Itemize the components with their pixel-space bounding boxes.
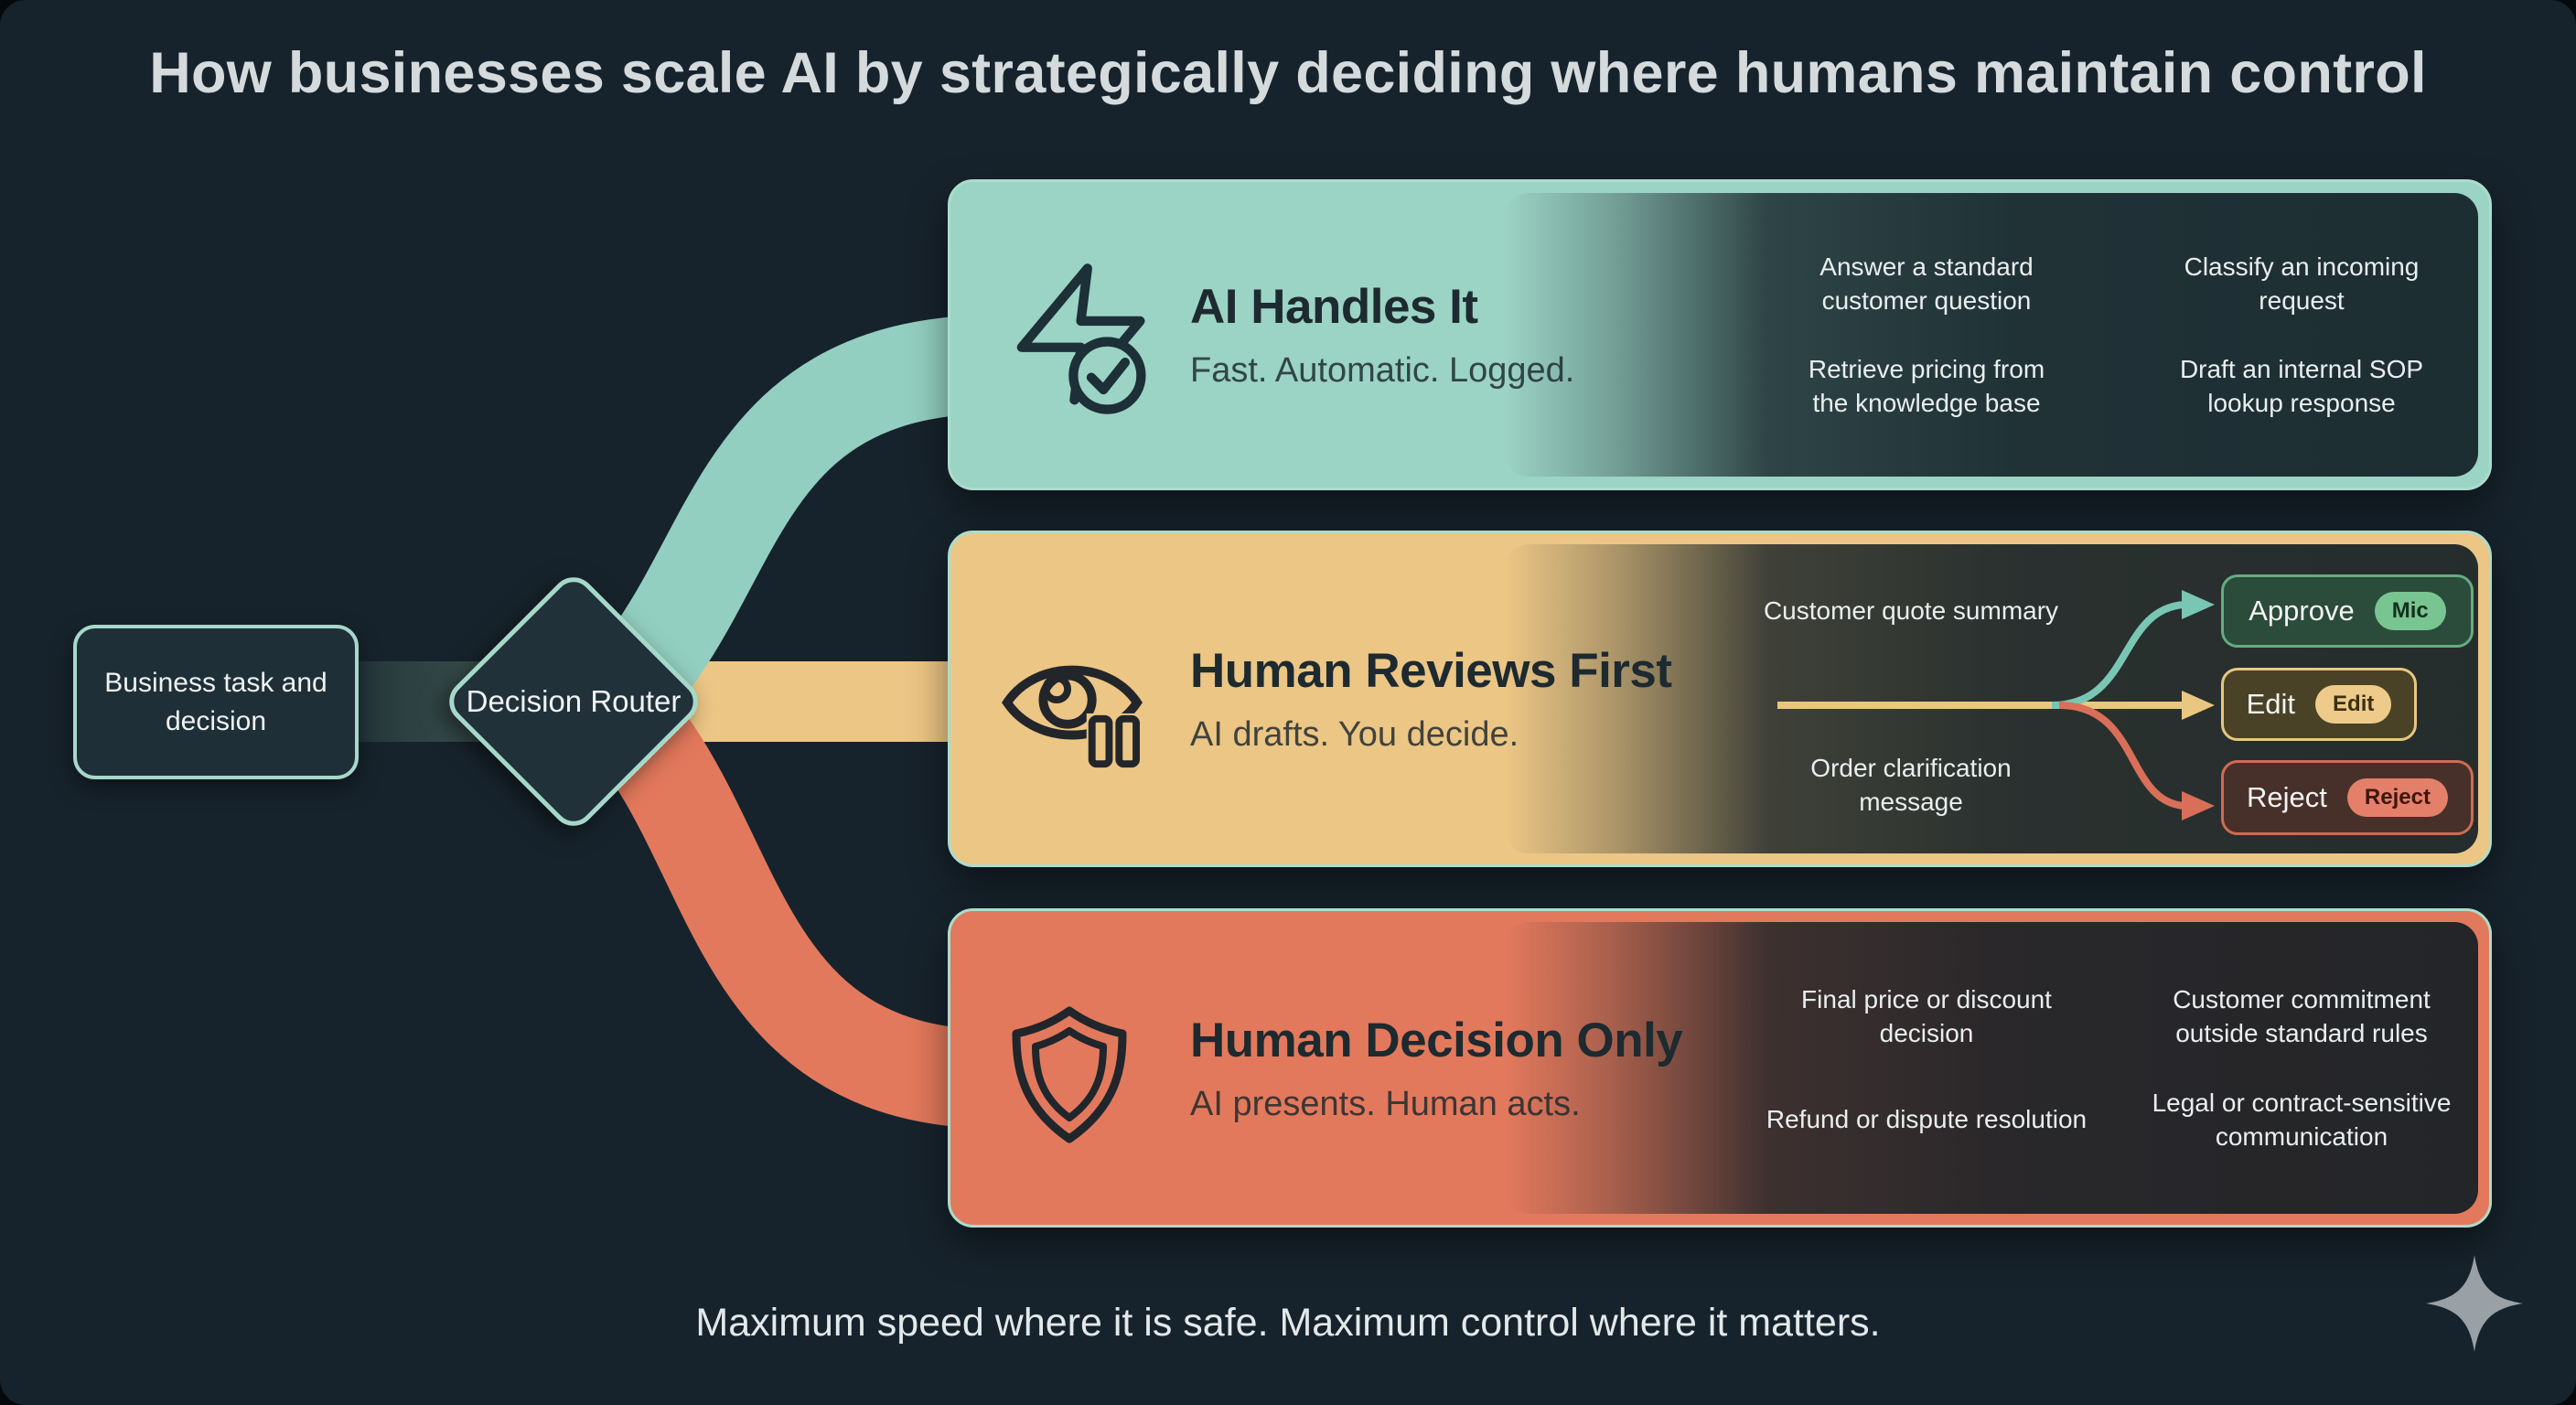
card-subtitle: AI drafts. You decide. xyxy=(1190,715,1519,754)
example-item: Final price or discount decision xyxy=(1801,985,2052,1048)
example-item: Retrieve pricing from the knowledge base xyxy=(1808,355,2045,418)
example-item: Legal or contract-sensitive communicatio… xyxy=(2152,1088,2452,1151)
page-title: How businesses scale AI by strategically… xyxy=(149,41,2427,105)
examples-panel xyxy=(1504,193,2478,477)
edit-button-label: Edit xyxy=(2246,688,2296,720)
approve-button[interactable]: Approve Mic xyxy=(2221,574,2474,648)
examples-grid: Final price or discount decision Custome… xyxy=(1757,911,2471,1225)
branch-card-human-reviews-first: Human Reviews First AI drafts. You decid… xyxy=(948,531,2492,867)
reject-badge: Reject xyxy=(2346,778,2448,817)
business-task-box: Business task and decision xyxy=(73,625,359,779)
example-item: Refund or dispute resolution xyxy=(1766,1105,2088,1134)
examples-panel xyxy=(1504,922,2478,1214)
card-head: Human Decision Only AI presents. Human a… xyxy=(1190,911,1683,1225)
card-subtitle: Fast. Automatic. Logged. xyxy=(1190,351,1575,390)
example-item: Answer a standard customer question xyxy=(1819,252,2034,315)
eye-review-icon xyxy=(1002,665,1143,772)
reject-button-label: Reject xyxy=(2247,781,2327,813)
edit-button[interactable]: Edit Edit xyxy=(2221,668,2417,741)
branch-card-human-decision-only: Human Decision Only AI presents. Human a… xyxy=(948,908,2492,1228)
example-item: Customer quote summary xyxy=(1763,596,2059,625)
reject-button[interactable]: Reject Reject xyxy=(2221,760,2474,835)
decision-router-label: Decision Router xyxy=(466,683,682,718)
approve-button-label: Approve xyxy=(2249,595,2355,627)
branch-card-ai-handles-it: AI Handles It Fast. Automatic. Logged. A… xyxy=(948,179,2492,490)
examples-grid: Answer a standard customer question Clas… xyxy=(1757,182,2471,488)
card-head: Human Reviews First AI drafts. You decid… xyxy=(1190,533,1672,864)
approve-badge: Mic xyxy=(2374,592,2446,630)
example-item: Classify an incoming request xyxy=(2184,252,2420,315)
card-subtitle: AI presents. Human acts. xyxy=(1190,1084,1581,1123)
card-title: Human Decision Only xyxy=(1190,1013,1683,1067)
edit-badge: Edit xyxy=(2315,685,2392,724)
bottom-tagline: Maximum speed where it is safe. Maximum … xyxy=(695,1301,1881,1345)
example-item: Draft an internal SOP lookup response xyxy=(2179,355,2424,418)
lightning-check-icon xyxy=(1016,263,1146,414)
example-item: Order clarification message xyxy=(1810,754,2012,817)
sparkle-icon xyxy=(2426,1255,2523,1352)
example-item: Customer commitment outside standard rul… xyxy=(2173,985,2431,1048)
card-title: Human Reviews First xyxy=(1190,644,1672,698)
shield-icon xyxy=(1012,1006,1127,1143)
card-head: AI Handles It Fast. Automatic. Logged. xyxy=(1190,182,1574,488)
card-title: AI Handles It xyxy=(1190,280,1478,334)
